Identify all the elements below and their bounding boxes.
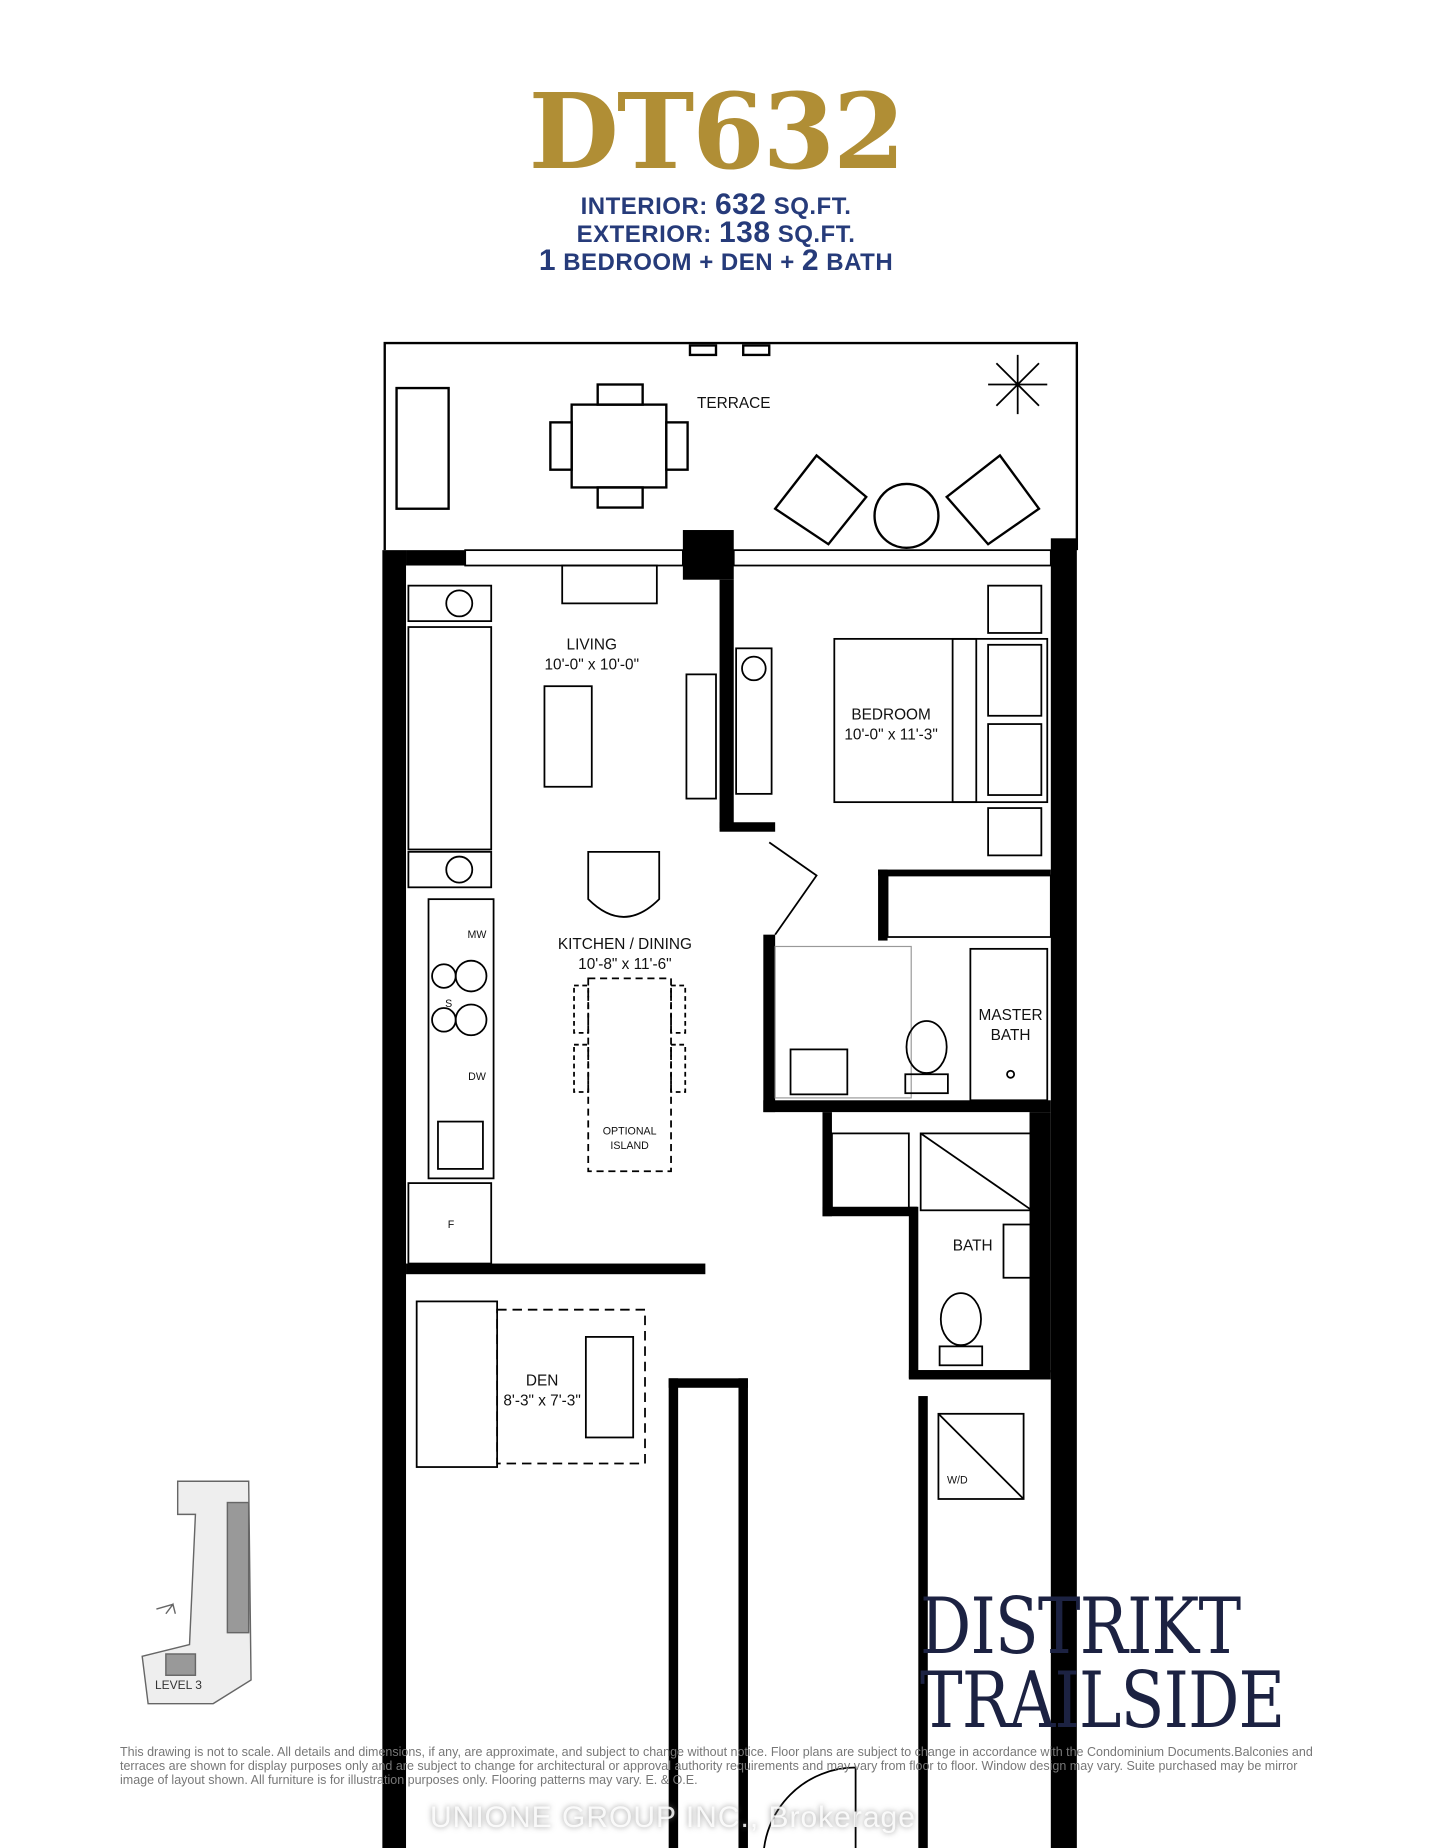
sink-icon (437, 1120, 484, 1170)
terrace (383, 341, 1079, 551)
side-table-icon (873, 482, 940, 549)
interior-label: INTERIOR: (580, 193, 708, 220)
kitchen-size: 10'-8" x 11'-6" (578, 956, 671, 973)
terrace-label: TERRACE (697, 395, 770, 412)
island-label: OPTIONAL (603, 1126, 657, 1138)
den-label: + DEN + (699, 249, 795, 276)
chair-icon (596, 486, 644, 509)
bath-label: BATH (953, 1238, 993, 1255)
bedroom-label: BEDROOM (563, 249, 693, 276)
exterior-unit: SQ.FT. (777, 221, 856, 248)
tile-floor (774, 945, 912, 1099)
unit-layout: 1 BEDROOM + DEN + 2 BATH (0, 244, 1432, 278)
table-icon (570, 403, 668, 489)
exterior-area: EXTERIOR: 138 SQ.FT. (0, 216, 1432, 250)
unit-title: DT632 (528, 70, 906, 193)
master-bath-label-2: BATH (991, 1027, 1031, 1044)
entry-door (763, 1766, 857, 1848)
bedroom-size: 10'-0" x 11'-3" (844, 726, 937, 743)
island-label-2: ISLAND (610, 1140, 649, 1152)
toilet-icon (905, 1020, 948, 1074)
brand-line-2: TRAILSIDE (920, 1656, 1285, 1746)
windows (464, 549, 1052, 605)
bathtub-icon (969, 947, 1049, 1102)
furniture (407, 584, 1052, 1848)
closet-icon (886, 874, 1052, 938)
fridge-icon (407, 1182, 493, 1265)
plant-icon (988, 354, 1048, 415)
bath-sink-icon (1002, 1223, 1050, 1279)
north-arrow-icon (156, 1602, 177, 1615)
fridge-label: F (448, 1219, 455, 1231)
chair-icon (665, 421, 689, 471)
interior-unit: SQ.FT. (773, 193, 852, 220)
brand-line-1: DISTRIKT (920, 1582, 1241, 1672)
bedroom-label: BEDROOM (851, 706, 930, 723)
vanity-icon (789, 1048, 849, 1096)
interior-area: INTERIOR: 632 SQ.FT. (0, 188, 1432, 222)
lounge-chair-icon (944, 453, 1041, 546)
microwave-label: MW (468, 929, 487, 941)
kitchen-label: KITCHEN / DINING (558, 936, 692, 953)
shower-icon (831, 1132, 910, 1212)
coffee-table-icon (543, 685, 593, 788)
master-bath-label: MASTER (979, 1007, 1043, 1024)
bath-label: BATH (826, 249, 894, 276)
living-size: 10'-0" x 10'-0" (544, 657, 639, 674)
room-labels: TERRACE LIVING 10'-0" x 10'-0" BEDROOM 1… (445, 395, 1043, 1486)
living-label: LIVING (567, 637, 617, 654)
lounge-chair-icon (773, 453, 868, 546)
den-label: DEN (526, 1372, 558, 1389)
bed-icon (833, 637, 978, 804)
key-plan (141, 1480, 252, 1705)
rug-icon (496, 1308, 646, 1465)
tv-icon (685, 673, 717, 800)
washer-dryer-label: W/D (947, 1475, 968, 1487)
exterior-label: EXTERIOR: (576, 221, 712, 248)
sofa-icon (407, 626, 493, 851)
disclaimer: This drawing is not to scale. All detail… (120, 1745, 1313, 1787)
exterior-value: 138 (718, 216, 771, 249)
den-sofa-icon (415, 1300, 499, 1468)
washer-dryer-icon (937, 1412, 1025, 1500)
armchair-icon (587, 850, 661, 918)
walls (382, 530, 1077, 1848)
lounger-icon (395, 386, 450, 510)
brand-logo: DISTRIKT TRAILSIDE (920, 1582, 1285, 1746)
key-plan-level: LEVEL 3 (155, 1678, 202, 1692)
den-size: 8'-3" x 7'-3" (503, 1393, 580, 1410)
bedroom-door (768, 841, 818, 936)
chair-icon (596, 383, 644, 406)
chair-icon (549, 421, 573, 471)
bedroom-count: 1 (538, 244, 557, 277)
kitchen-counter (427, 898, 495, 1180)
shower-icon (919, 1132, 1033, 1212)
watermark: UNIONE GROUP INC., Brokerage (430, 1801, 916, 1834)
bath-count: 2 (801, 244, 820, 277)
bath-toilet-icon (939, 1292, 982, 1347)
stove-label: S (445, 998, 452, 1010)
interior-value: 632 (714, 188, 767, 221)
dishwasher-label: DW (468, 1071, 486, 1083)
